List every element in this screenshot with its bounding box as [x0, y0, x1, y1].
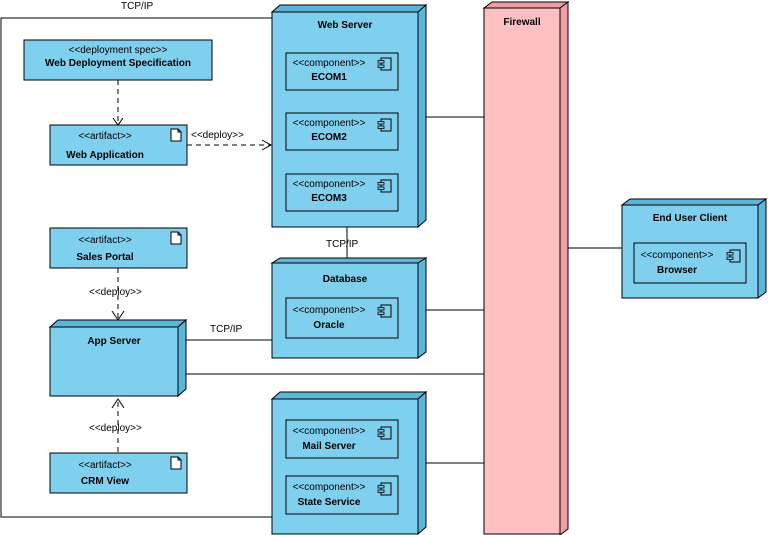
firewall-node-title: Firewall [503, 17, 540, 28]
app-server-top [48, 319, 188, 328]
deployment-spec[interactable]: <<deployment spec>> Web Deployment Speci… [23, 39, 213, 81]
browser-box [633, 242, 747, 284]
state-service-component[interactable]: <<component>> State Service [285, 475, 399, 515]
sales-portal-stereotype: <<artifact>> [78, 235, 132, 246]
database-side [417, 257, 427, 359]
web-application-name: Web Application [66, 150, 144, 161]
firewall-node[interactable]: Firewall [482, 1, 570, 535]
app-server-title: App Server [87, 336, 140, 347]
ecom1-stereotype: <<component>> [293, 58, 366, 69]
ecom3-box [285, 173, 399, 212]
web-server-top [270, 4, 428, 13]
ecom2-component[interactable]: <<component>> ECOM2 [285, 112, 399, 151]
web-server-title: Web Server [318, 20, 373, 31]
database-title: Database [323, 274, 368, 285]
ecom2-name: ECOM2 [311, 132, 347, 143]
web-application-artifact[interactable]: <<artifact>> Web Application [49, 124, 188, 166]
document-icon [170, 128, 182, 142]
ecom3-name: ECOM3 [311, 193, 347, 204]
dependencies [111, 80, 273, 452]
ecom2-box [285, 112, 399, 151]
mail-node-top [270, 391, 428, 400]
ecom2-stereotype: <<component>> [293, 118, 366, 129]
mail-server-name: Mail Server [302, 441, 355, 452]
state-service-stereotype: <<component>> [293, 482, 366, 493]
web-application-stereotype: <<artifact>> [78, 131, 132, 142]
ecom1-box [285, 52, 399, 91]
deployment-spec-name: Web Deployment Specification [45, 58, 191, 69]
mail-server-component[interactable]: <<component>> Mail Server [285, 419, 399, 459]
mail-server-box [285, 419, 399, 459]
oracle-component[interactable]: <<component>> Oracle [285, 297, 399, 339]
browser-stereotype: <<component>> [641, 250, 714, 261]
ecom1-component[interactable]: <<component>> ECOM1 [285, 52, 399, 91]
firewall-node-side [559, 1, 569, 535]
crm-view-stereotype: <<artifact>> [78, 460, 132, 471]
web-application-box [49, 124, 188, 166]
webapp-deploy-arrowhead [261, 139, 273, 151]
firewall-node-top [482, 1, 570, 9]
oracle-stereotype: <<component>> [293, 305, 366, 316]
end-user-client-top [620, 198, 768, 206]
app-server-body [49, 326, 179, 397]
document-icon [170, 456, 182, 470]
tcpip-loop-line [0, 17, 272, 518]
browser-component[interactable]: <<component>> Browser [633, 242, 747, 284]
end-user-client-side [757, 198, 767, 299]
web-db-tcpip-label: TCP/IP [326, 239, 359, 250]
ecom3-component[interactable]: <<component>> ECOM3 [285, 173, 399, 212]
deploy-sales-label: <<deploy>> [89, 287, 142, 298]
state-service-box [285, 475, 399, 515]
ecom1-name: ECOM1 [311, 72, 347, 83]
firewall-node-body [483, 7, 561, 535]
sales-portal-name: Sales Portal [76, 252, 133, 263]
connectors [0, 17, 622, 518]
deploy-crm-label: <<deploy>> [89, 423, 142, 434]
oracle-box [285, 297, 399, 339]
mail-server-stereotype: <<component>> [293, 426, 366, 437]
end-user-client-title: End User Client [653, 213, 728, 224]
web-server-side [417, 3, 427, 229]
app-server-side [177, 318, 187, 398]
sales-portal-artifact[interactable]: <<artifact>> Sales Portal [49, 227, 188, 269]
top-tcpip-label: TCP/IP [121, 1, 154, 12]
sales-portal-box [49, 227, 188, 269]
deployment-spec-box [23, 39, 213, 81]
mail-node-side [417, 390, 427, 535]
state-service-name: State Service [298, 497, 361, 508]
app-server-node[interactable]: App Server [48, 318, 188, 398]
deploy-web-label: <<deploy>> [191, 130, 244, 141]
document-icon [170, 231, 182, 245]
ecom3-stereotype: <<component>> [293, 179, 366, 190]
crm-view-name: CRM View [81, 476, 129, 487]
crm-deploy-arrowhead [111, 398, 125, 409]
browser-name: Browser [657, 265, 697, 276]
database-top [270, 257, 428, 264]
oracle-name: Oracle [313, 320, 345, 331]
deployment-spec-stereotype: <<deployment spec>> [69, 45, 168, 56]
crm-view-box [49, 452, 188, 494]
app-db-tcpip-label: TCP/IP [210, 324, 243, 335]
crm-view-artifact[interactable]: <<artifact>> CRM View [49, 452, 188, 494]
